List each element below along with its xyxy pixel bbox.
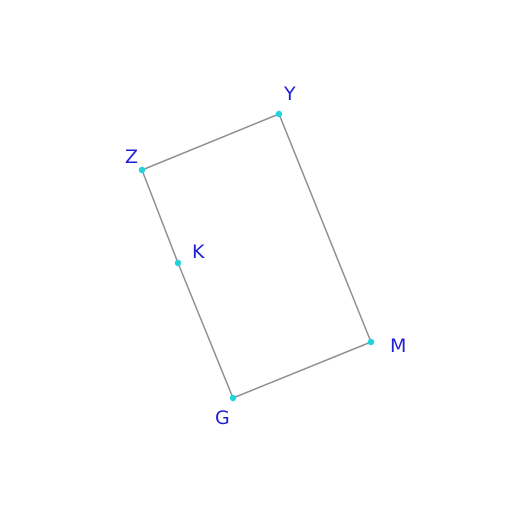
point-K xyxy=(174,259,182,267)
vertex-points xyxy=(138,110,375,402)
point-Y xyxy=(275,110,283,118)
vertex-labels: Y Z K G M xyxy=(125,83,406,429)
edge-G-K xyxy=(177,262,234,399)
point-Z xyxy=(138,166,146,174)
label-Y: Y xyxy=(283,83,296,105)
edge-M-G xyxy=(232,341,372,399)
point-M xyxy=(367,338,375,346)
edge-Y-M xyxy=(278,113,372,343)
polygon-edges xyxy=(141,113,372,399)
label-K: K xyxy=(192,241,205,263)
point-G xyxy=(229,394,237,402)
edge-Z-Y xyxy=(141,113,280,171)
label-G: G xyxy=(215,407,230,429)
label-M: M xyxy=(390,335,406,357)
label-Z: Z xyxy=(125,146,138,168)
edge-K-Z xyxy=(141,169,179,264)
